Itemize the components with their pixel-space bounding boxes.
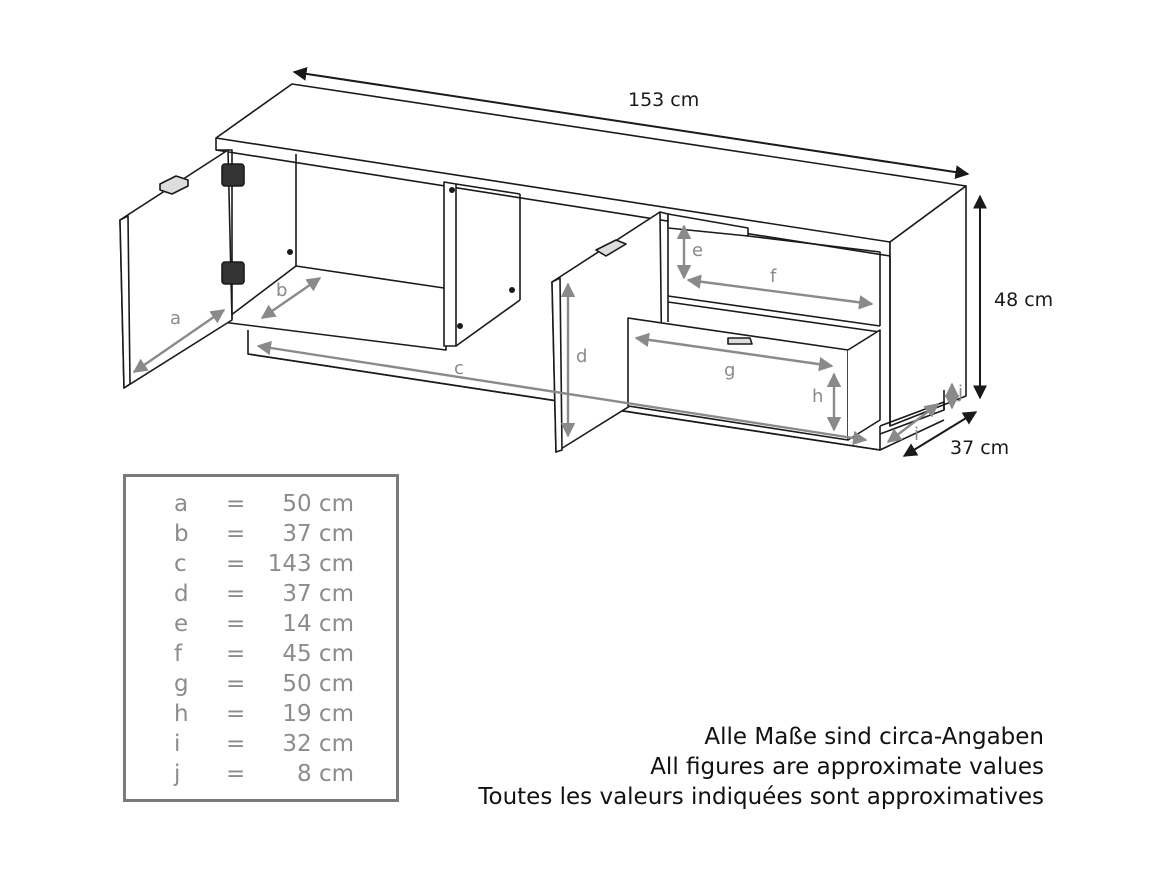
- legend-key: a: [174, 491, 189, 517]
- arrow-f: [686, 274, 874, 310]
- label-b: b: [276, 280, 287, 301]
- legend-row: h = 19 cm: [126, 699, 396, 729]
- legend-equals: =: [226, 551, 246, 577]
- legend-value: 143 cm: [267, 551, 354, 577]
- legend-row: j = 8 cm: [126, 759, 396, 789]
- legend-key: d: [174, 581, 189, 607]
- note-german: Alle Maße sind circa-Angaben: [704, 724, 1044, 750]
- legend-key: h: [174, 701, 189, 727]
- arrow-i: [886, 403, 940, 443]
- legend-row: a = 50 cm: [126, 489, 396, 519]
- width-label: 153 cm: [628, 89, 699, 111]
- middle-divider: [443, 181, 457, 347]
- legend-equals: =: [226, 521, 246, 547]
- height-label: 48 cm: [994, 289, 1053, 311]
- middle-door-handle: [595, 239, 627, 257]
- dimension-legend: a = 50 cm b = 37 cm c = 143 cm d = 37 cm…: [123, 474, 399, 802]
- depth-arrow: [902, 411, 978, 457]
- legend-equals: =: [226, 581, 246, 607]
- legend-equals: =: [226, 761, 246, 787]
- legend-key: c: [174, 551, 187, 577]
- legend-key: e: [174, 611, 189, 637]
- label-h: h: [812, 386, 823, 407]
- note-english: All figures are approximate values: [650, 754, 1044, 780]
- legend-row: i = 32 cm: [126, 729, 396, 759]
- depth-label: 37 cm: [950, 437, 1009, 459]
- hinge-bottom: [221, 261, 245, 285]
- legend-row: g = 50 cm: [126, 669, 396, 699]
- width-arrow: [292, 66, 970, 180]
- legend-value: 8 cm: [297, 761, 354, 787]
- cabinet-top: [215, 83, 967, 243]
- legend-equals: =: [226, 731, 246, 757]
- legend-key: f: [174, 641, 183, 667]
- legend-value: 32 cm: [282, 731, 354, 757]
- left-door-handle: [159, 175, 189, 195]
- label-e: e: [692, 240, 703, 261]
- legend-row: c = 143 cm: [126, 549, 396, 579]
- legend-value: 14 cm: [282, 611, 354, 637]
- label-d: d: [576, 346, 587, 367]
- legend-row: b = 37 cm: [126, 519, 396, 549]
- legend-value: 19 cm: [282, 701, 354, 727]
- legend-key: b: [174, 521, 189, 547]
- label-a: a: [170, 308, 181, 329]
- legend-equals: =: [226, 611, 246, 637]
- legend-row: e = 14 cm: [126, 609, 396, 639]
- note-french: Toutes les valeurs indiquées sont approx…: [478, 784, 1044, 810]
- legend-key: i: [174, 731, 181, 757]
- drawer-handle: [727, 337, 753, 345]
- legend-row: f = 45 cm: [126, 639, 396, 669]
- legend-equals: =: [226, 641, 246, 667]
- legend-value: 37 cm: [282, 521, 354, 547]
- hinge-top: [221, 163, 245, 187]
- shelf-pin-holes: [287, 187, 515, 329]
- legend-equals: =: [226, 671, 246, 697]
- legend-value: 45 cm: [282, 641, 354, 667]
- legend-value: 37 cm: [282, 581, 354, 607]
- left-door: [119, 149, 245, 389]
- arrow-b: [260, 277, 322, 319]
- legend-equals: =: [226, 701, 246, 727]
- label-g: g: [724, 360, 735, 381]
- legend-row: d = 37 cm: [126, 579, 396, 609]
- label-j: j: [957, 382, 963, 403]
- legend-key: j: [174, 761, 181, 787]
- legend-key: g: [174, 671, 189, 697]
- legend-equals: =: [226, 491, 246, 517]
- label-c: c: [454, 358, 464, 379]
- legend-value: 50 cm: [282, 491, 354, 517]
- label-i: i: [914, 424, 919, 445]
- arrow-g: [634, 332, 834, 372]
- label-f: f: [770, 266, 777, 287]
- arrow-a: [132, 309, 226, 373]
- approximation-notes: Alle Maße sind circa-Angaben All figures…: [478, 722, 1044, 812]
- legend-value: 50 cm: [282, 671, 354, 697]
